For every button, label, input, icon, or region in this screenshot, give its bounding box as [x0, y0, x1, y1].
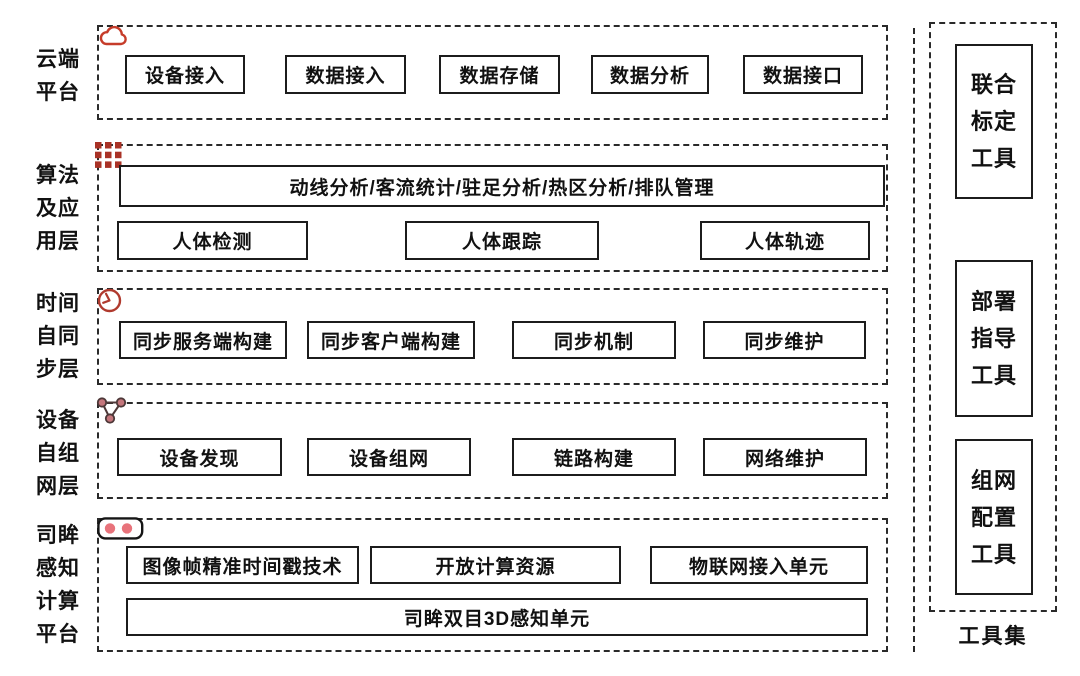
box-sync-maintenance: 同步维护 [703, 321, 866, 359]
box-open-computing-resources: 开放计算资源 [370, 546, 621, 584]
box-label: 设备组网 [348, 448, 429, 470]
label-line: 设备 [36, 409, 80, 432]
layer-label-time-sync-layer: 时间 自同 步层 [20, 287, 96, 386]
tool-line: 标定 [970, 109, 1017, 134]
tool-line: 工具 [970, 541, 1017, 567]
box-data-interface: 数据接口 [743, 55, 863, 94]
box-label: 人体检测 [172, 232, 253, 253]
panel-device-network-layer: 设备发现 设备组网 链路构建 网络维护 [96, 397, 888, 499]
label-line: 感知 [36, 557, 80, 580]
box-label: 图像帧精准时间戳技术 [142, 556, 343, 578]
tool-box-networking-config: 组网 配置 工具 [955, 439, 1033, 595]
tool-line: 部署 [970, 289, 1017, 314]
panel-cloud-platform: 设备接入 数据接入 数据存储 数据分析 数据接口 [97, 25, 888, 120]
box-label: 同步机制 [553, 331, 634, 353]
box-human-detection: 人体检测 [117, 221, 308, 260]
box-human-tracking: 人体跟踪 [405, 221, 599, 260]
box-data-storage: 数据存储 [439, 55, 560, 94]
box-label: 司眸双目3D感知单元 [403, 608, 591, 630]
box-data-access: 数据接入 [285, 55, 406, 94]
layer-label-device-network-layer: 设备 自组 网层 [20, 404, 96, 503]
label-line: 云端 [36, 48, 80, 71]
grid-icon [95, 142, 123, 169]
toolset-label: 工具集 [958, 625, 1028, 648]
box-human-trajectory: 人体轨迹 [700, 221, 870, 260]
box-label: 同步服务端构建 [132, 331, 273, 353]
label-line: 用层 [36, 230, 80, 253]
dotted-divider-line [913, 28, 915, 652]
box-label: 设备接入 [144, 66, 225, 87]
toolset-panel: 联合 标定 工具 部署 指导 工具 组网 配置 工具 [929, 22, 1057, 612]
box-device-networking: 设备组网 [307, 438, 471, 476]
tool-line: 工具 [970, 146, 1017, 171]
tool-line: 联合 [970, 72, 1017, 97]
network-icon [96, 397, 128, 425]
layer-label-simou-platform: 司眸 感知 计算 平台 [20, 519, 96, 651]
box-label: 数据存储 [459, 66, 540, 87]
box-label: 物联网接入单元 [688, 556, 829, 578]
box-sync-server-build: 同步服务端构建 [119, 321, 287, 359]
clock-icon [96, 287, 123, 314]
label-line: 自组 [36, 442, 80, 465]
label-line: 平台 [36, 623, 80, 646]
box-label: 人体跟踪 [461, 232, 542, 253]
box-frame-timestamp-tech: 图像帧精准时间戳技术 [126, 546, 359, 584]
box-label: 数据接入 [305, 66, 386, 87]
tool-line: 组网 [970, 467, 1017, 493]
tool-box-joint-calibration: 联合 标定 工具 [955, 44, 1033, 199]
box-label: 链路构建 [553, 448, 634, 470]
label-line: 计算 [36, 590, 80, 613]
label-line: 自同 [36, 325, 80, 348]
label-line: 步层 [36, 358, 80, 381]
box-iot-access-unit: 物联网接入单元 [650, 546, 868, 584]
box-device-discovery: 设备发现 [117, 438, 282, 476]
tool-line: 配置 [970, 504, 1017, 530]
box-label: 人体轨迹 [744, 232, 825, 253]
label-line: 及应 [36, 197, 80, 220]
box-analytics-functions: 动线分析/客流统计/驻足分析/热区分析/排队管理 [119, 165, 885, 207]
box-sync-client-build: 同步客户端构建 [307, 321, 475, 359]
panel-simou-platform: 图像帧精准时间戳技术 开放计算资源 物联网接入单元 司眸双目3D感知单元 [97, 517, 888, 652]
box-sync-mechanism: 同步机制 [512, 321, 676, 359]
box-label: 网络维护 [744, 448, 825, 470]
label-line: 算法 [36, 164, 80, 187]
label-line: 平台 [36, 81, 80, 104]
layer-label-algorithm-layer: 算法 及应 用层 [20, 159, 96, 258]
box-label: 数据接口 [762, 66, 843, 87]
box-link-construction: 链路构建 [512, 438, 676, 476]
box-device-access: 设备接入 [125, 55, 245, 94]
tool-box-deployment-guide: 部署 指导 工具 [955, 260, 1033, 417]
layer-label-cloud-platform: 云端 平台 [20, 43, 96, 109]
box-label: 同步维护 [744, 331, 825, 353]
panel-time-sync-layer: 同步服务端构建 同步客户端构建 同步机制 同步维护 [97, 288, 888, 385]
box-network-maintenance: 网络维护 [703, 438, 867, 476]
label-line: 时间 [36, 292, 80, 315]
label-line: 司眸 [36, 524, 80, 547]
tool-line: 指导 [970, 326, 1017, 351]
stereo-camera-icon [97, 517, 144, 541]
tool-line: 工具 [970, 363, 1017, 388]
box-data-analysis: 数据分析 [591, 55, 709, 94]
box-label: 开放计算资源 [435, 556, 556, 578]
box-label: 数据分析 [609, 66, 690, 87]
panel-algorithm-layer: 动线分析/客流统计/驻足分析/热区分析/排队管理 人体检测 人体跟踪 人体轨迹 [95, 142, 888, 272]
box-label: 设备发现 [159, 448, 240, 470]
box-label: 动线分析/客流统计/驻足分析/热区分析/排队管理 [289, 177, 715, 199]
label-line: 网层 [36, 475, 80, 498]
box-stereo-3d-perception-unit: 司眸双目3D感知单元 [126, 598, 868, 636]
box-label: 同步客户端构建 [320, 331, 461, 353]
cloud-icon [99, 25, 129, 48]
